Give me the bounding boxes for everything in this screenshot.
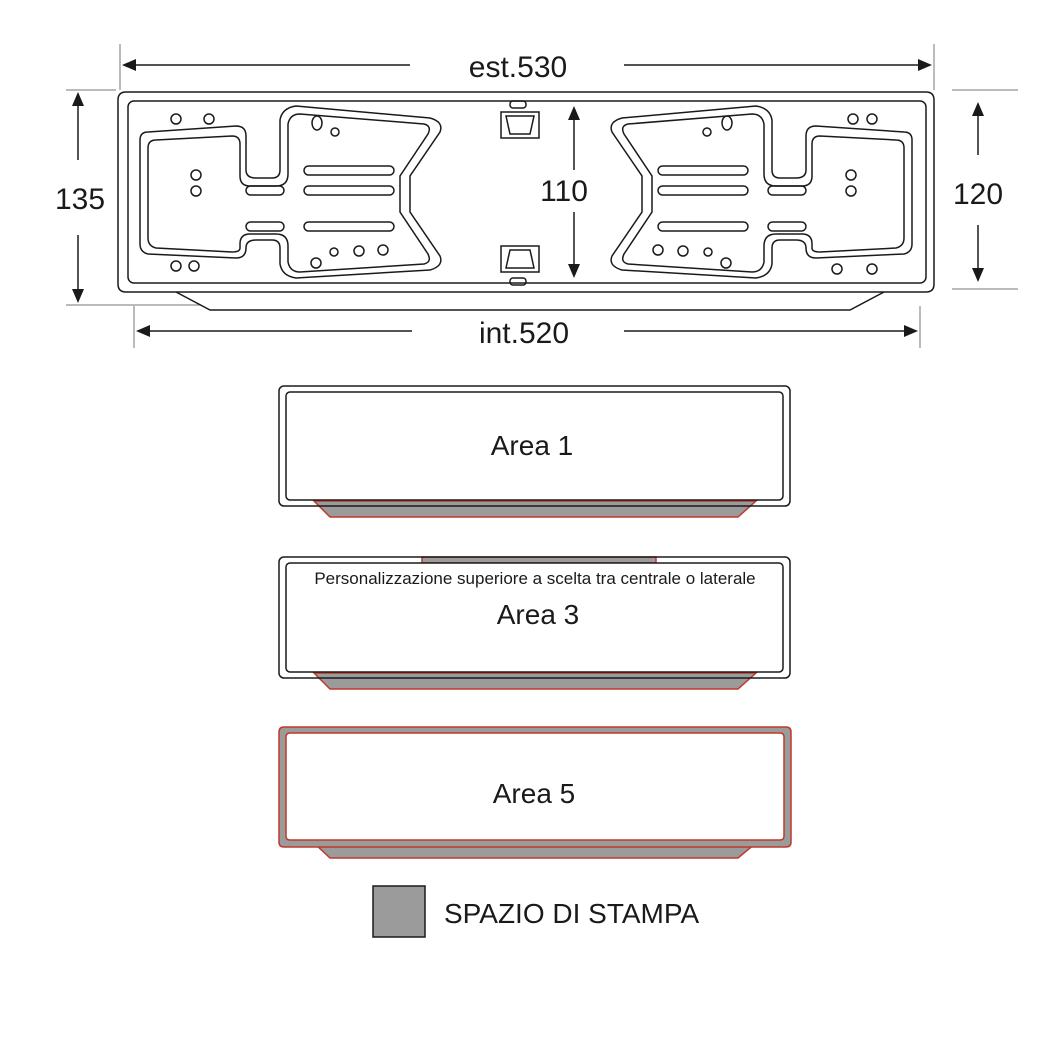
dimension-middle-height: 110 xyxy=(540,106,588,278)
area-5-frame-print-space xyxy=(278,726,792,848)
area-3-bottom-print-space xyxy=(312,672,758,690)
area-1-print-space xyxy=(312,500,758,518)
plate-holder-drawing: 110 xyxy=(117,91,935,311)
area-3-label: Area 3 xyxy=(497,599,580,630)
area-3-top-print-space xyxy=(421,556,657,564)
right-half-details xyxy=(610,105,913,279)
legend: SPAZIO DI STAMPA xyxy=(372,885,699,938)
outer-width-label: est.530 xyxy=(469,51,567,84)
dimension-inner-width: int.520 xyxy=(133,306,921,350)
inner-width-label: int.520 xyxy=(479,317,569,350)
dimension-frame-height: 120 xyxy=(952,89,1018,290)
legend-label: SPAZIO DI STAMPA xyxy=(444,898,699,929)
middle-height-label: 110 xyxy=(540,175,588,208)
outer-height-label: 135 xyxy=(55,183,105,216)
area-3-note: Personalizzazione superiore a scelta tra… xyxy=(314,569,755,588)
area-5-label: Area 5 xyxy=(493,778,576,809)
area-1-label: Area 1 xyxy=(491,430,574,461)
left-half-details xyxy=(139,105,442,279)
dimension-outer-height: 135 xyxy=(55,89,200,306)
area-5-plate: Area 5 xyxy=(278,726,792,859)
legend-swatch xyxy=(372,885,426,938)
frame-height-label: 120 xyxy=(953,178,1003,211)
area-1-plate: Area 1 xyxy=(278,385,791,518)
dimension-outer-width: est.530 xyxy=(119,44,935,90)
area-3-plate: Personalizzazione superiore a scelta tra… xyxy=(278,556,791,690)
